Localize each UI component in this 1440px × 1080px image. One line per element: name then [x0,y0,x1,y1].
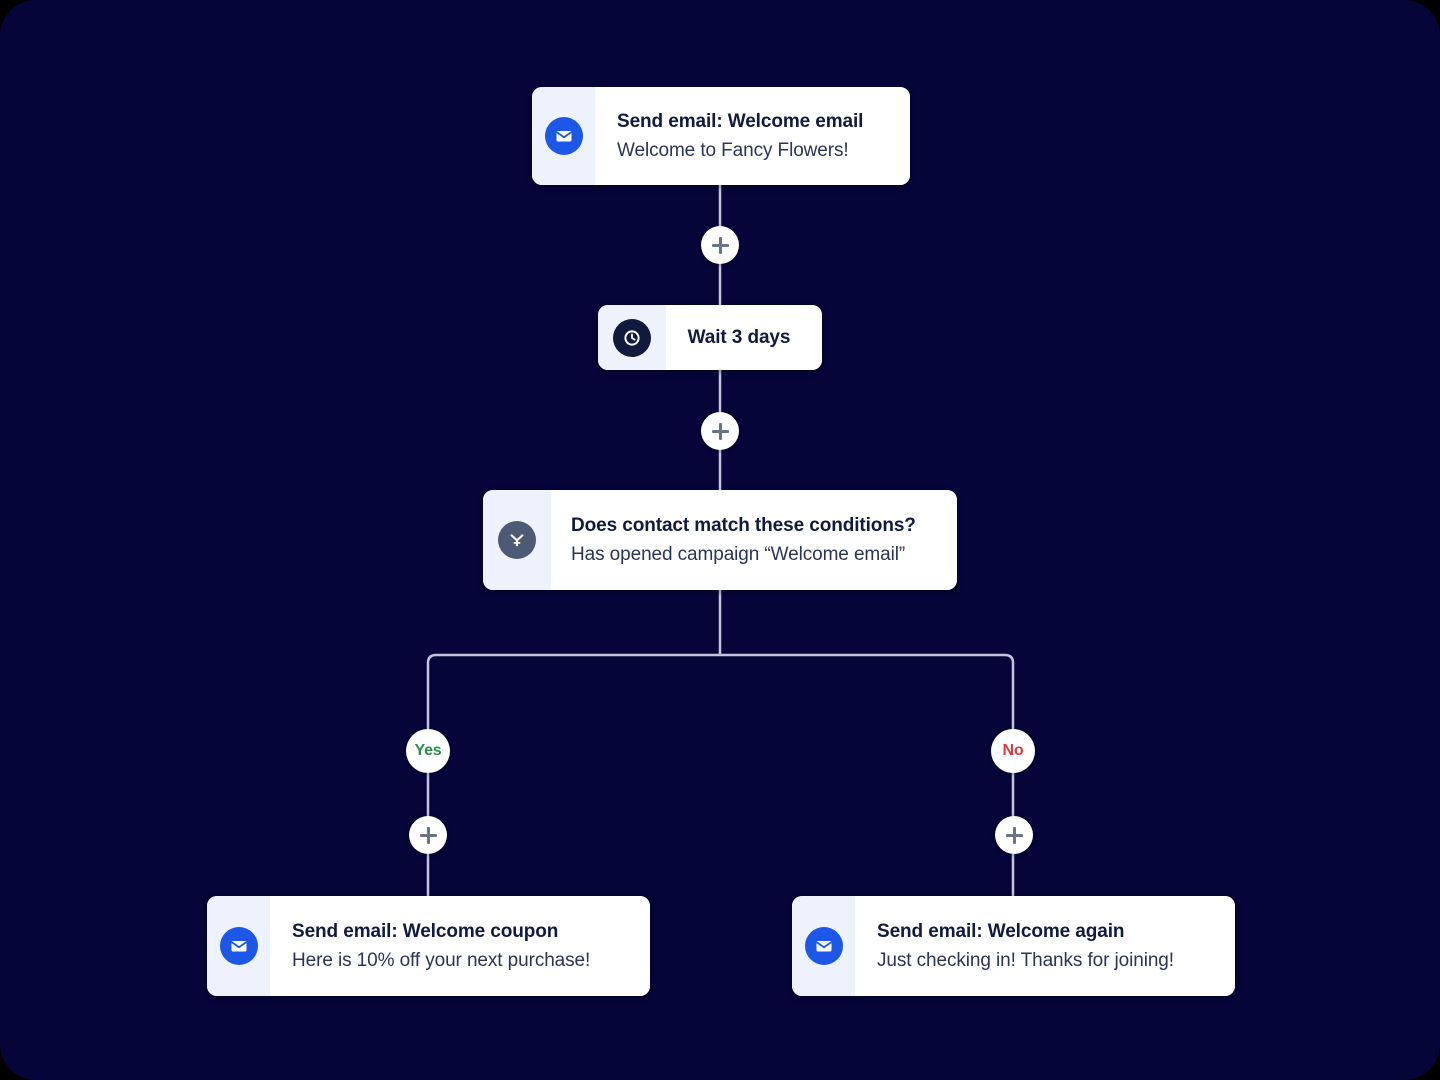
branch-badge-no-label: No [1002,742,1024,759]
node-send-email-welcome-email[interactable]: Send email: Welcome email Welcome to Fan… [532,87,910,185]
connector-branch-bar [426,653,1015,753]
branch-badge-no[interactable]: No [991,729,1035,773]
add-step-button-yes-branch[interactable] [409,816,447,854]
branch-icon [498,521,536,559]
plus-icon-vertical [718,422,722,440]
node-title: Send email: Welcome email [617,110,864,132]
node-wait-3-days[interactable]: Wait 3 days [598,305,822,370]
plus-icon-vertical [426,826,430,844]
node-title: Send email: Welcome again [877,920,1125,942]
branch-badge-yes[interactable]: Yes [406,729,450,773]
add-step-button-no-branch[interactable] [995,816,1033,854]
node-send-email-welcome-coupon[interactable]: Send email: Welcome coupon Here is 10% o… [207,896,650,996]
branch-badge-yes-label: Yes [414,742,442,759]
node-subtitle: Has opened campaign “Welcome email” [571,543,906,565]
node-body: Send email: Welcome coupon Here is 10% o… [270,896,650,996]
node-icon-cell [207,896,270,996]
clock-icon [613,318,651,357]
mail-icon [804,927,843,965]
node-title: Wait 3 days [687,326,791,348]
node-icon-cell [792,896,855,996]
node-body: Send email: Welcome email Welcome to Fan… [595,87,910,185]
node-body: Send email: Welcome again Just checking … [855,896,1235,996]
node-icon-cell [598,305,666,370]
node-title: Does contact match these conditions? [571,514,916,536]
node-subtitle: Here is 10% off your next purchase! [292,949,591,971]
add-step-button-after-wait[interactable] [701,412,739,450]
node-send-email-welcome-again[interactable]: Send email: Welcome again Just checking … [792,896,1235,996]
node-body: Does contact match these conditions? Has… [551,490,957,590]
node-title: Send email: Welcome coupon [292,920,559,942]
node-condition[interactable]: Does contact match these conditions? Has… [483,490,957,590]
add-step-button-after-welcome-email[interactable] [701,226,739,264]
node-subtitle: Welcome to Fancy Flowers! [617,139,849,161]
plus-icon-vertical [1012,826,1016,844]
node-subtitle: Just checking in! Thanks for joining! [877,949,1174,971]
mail-icon [544,117,583,155]
node-icon-cell [483,490,551,590]
node-icon-cell [532,87,595,185]
node-body: Wait 3 days [666,305,822,370]
plus-icon-vertical [718,236,722,254]
mail-icon [219,927,258,965]
